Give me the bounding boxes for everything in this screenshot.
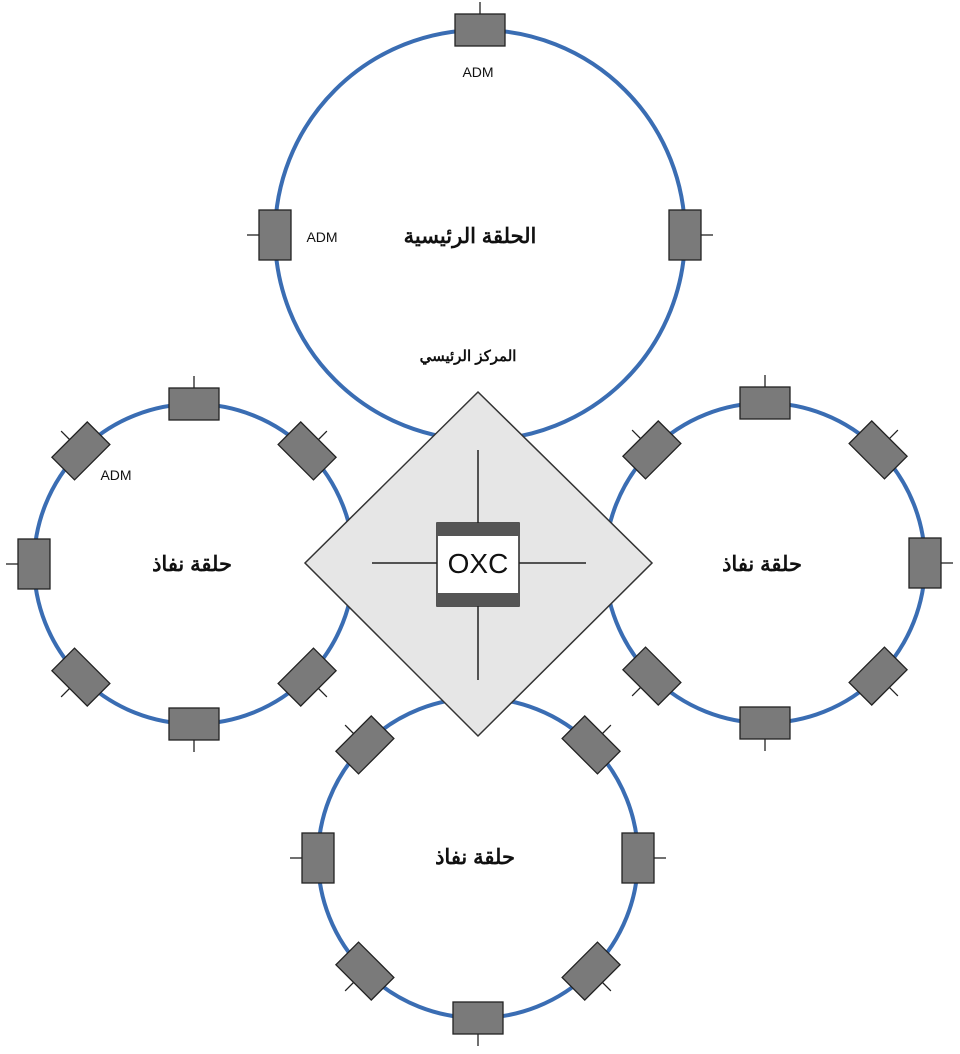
bottom-ring-adm-node — [290, 832, 335, 884]
bottom-ring-adm-node — [334, 714, 395, 775]
adm-nodes — [6, 2, 953, 1046]
right-ring-adm-node — [908, 537, 953, 589]
hub-label: المركز الرئيسي — [420, 348, 517, 366]
right-ring-adm-node — [848, 646, 909, 707]
left-ring-adm-node — [168, 707, 220, 752]
main-ring-adm-node — [668, 209, 713, 261]
bottom-ring-adm-node — [334, 941, 395, 1002]
left-ring-adm-node — [50, 420, 111, 481]
main-ring-adm-node — [247, 209, 292, 261]
right-ring-adm-node — [739, 375, 791, 420]
oxc-switch: OXC — [436, 522, 520, 607]
main-ring-left-adm-label: ADM — [306, 229, 337, 245]
left-ring-adm-node — [277, 647, 338, 708]
right-ring-adm-node — [739, 706, 791, 751]
main-ring-top-adm-label: ADM — [462, 64, 493, 80]
bottom-ring-adm-node — [621, 832, 666, 884]
right-ring-adm-node — [621, 646, 682, 707]
left-ring-adm-node — [6, 538, 51, 590]
left-ring-adm-label: ADM — [100, 467, 131, 483]
bottom-ring-title: حلقة نفاذ — [435, 846, 515, 869]
left-ring-adm-node — [277, 420, 338, 481]
right-ring-adm-node — [621, 419, 682, 480]
bottom-ring-adm-node — [561, 714, 622, 775]
main-ring-adm-node — [454, 2, 506, 47]
left-ring-title: حلقة نفاذ — [152, 553, 232, 576]
bottom-ring-adm-node — [452, 1001, 504, 1046]
right-ring-adm-node — [848, 419, 909, 480]
left-ring-adm-node — [168, 376, 220, 421]
right-ring-title: حلقة نفاذ — [722, 553, 802, 576]
oxc-label: OXC — [448, 548, 509, 579]
bottom-ring-adm-node — [561, 941, 622, 1002]
main-ring-title: الحلقة الرئيسية — [404, 225, 537, 249]
left-ring-adm-node — [50, 647, 111, 708]
